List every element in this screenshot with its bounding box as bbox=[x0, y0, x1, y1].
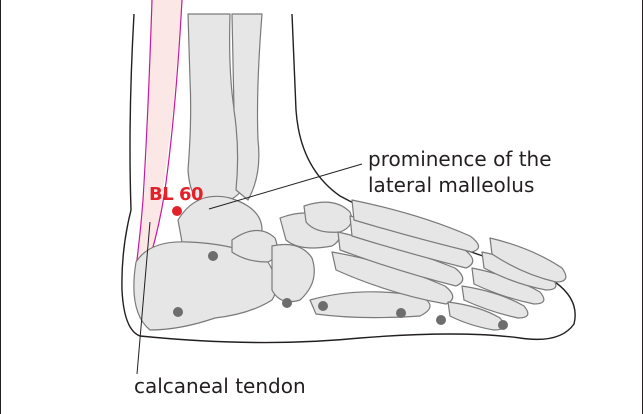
phalanx-4 bbox=[461, 285, 529, 319]
tibia bbox=[187, 13, 247, 206]
metatarsal-1 bbox=[351, 199, 480, 253]
landmark-dot bbox=[208, 251, 218, 261]
landmark-dot bbox=[436, 315, 446, 325]
malleolus-label-line1: prominence of the bbox=[368, 147, 552, 171]
landmark-dot bbox=[396, 308, 406, 318]
malleolus-leader-line bbox=[208, 163, 363, 210]
tendon-label: calcaneal tendon bbox=[134, 374, 306, 398]
calcaneus bbox=[133, 241, 277, 331]
malleolus-label-line2: lateral malleolus bbox=[368, 173, 535, 197]
tendon-edge-posterior bbox=[133, 0, 153, 283]
calcaneal-tendon-band bbox=[134, 0, 182, 282]
tendon-leader-line bbox=[136, 221, 151, 375]
landmark-dot bbox=[282, 298, 292, 308]
bl60-point bbox=[172, 206, 182, 216]
tendon-edge-anterior bbox=[145, 0, 183, 271]
phalanx-1 bbox=[489, 237, 567, 283]
bl60-label: BL 60 bbox=[149, 184, 204, 205]
landmark-dot bbox=[173, 307, 183, 317]
landmark-dots bbox=[173, 251, 508, 330]
cuboid bbox=[271, 243, 315, 303]
landmark-dot bbox=[318, 301, 328, 311]
skeleton bbox=[133, 13, 567, 331]
cuneiform-intermediate bbox=[303, 201, 353, 233]
fibula bbox=[231, 13, 263, 201]
landmark-dot bbox=[498, 320, 508, 330]
